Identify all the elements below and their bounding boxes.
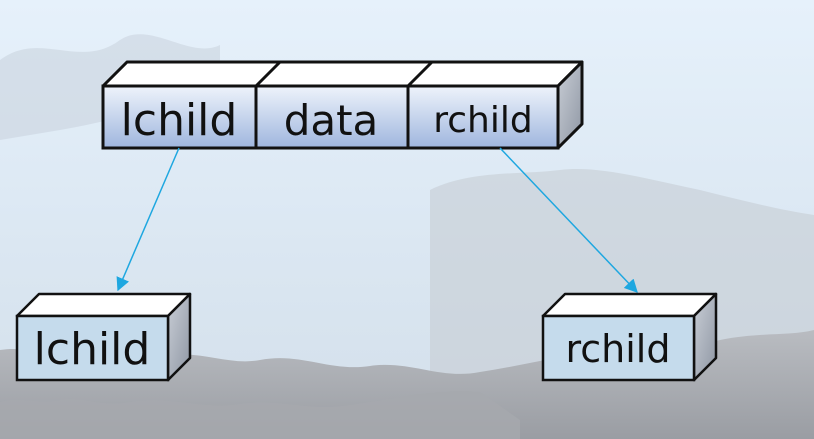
parent-cell-data-label: data xyxy=(284,96,379,145)
left-child-front-face xyxy=(15,314,170,382)
parent-cell-rchild-label: rchild xyxy=(433,100,532,141)
parent-node: lchild data rchild xyxy=(101,60,584,150)
right-child-node: rchild xyxy=(541,292,718,382)
parent-cell-data xyxy=(254,84,410,150)
parent-node-top-divider xyxy=(406,60,434,88)
parent-node-top-divider xyxy=(254,60,282,88)
pointer-arrows xyxy=(116,147,638,293)
rchild-pointer-arrow xyxy=(499,147,638,293)
left-child-node: lchild xyxy=(15,292,192,382)
parent-cell-lchild-label: lchild xyxy=(121,95,238,146)
left-child-top-face xyxy=(15,292,192,318)
left-child-label: lchild xyxy=(34,324,151,375)
parent-cell-rchild xyxy=(406,84,560,150)
parent-node-top-face xyxy=(101,60,584,88)
lchild-pointer-arrow xyxy=(116,147,180,292)
right-child-label: rchild xyxy=(565,327,670,371)
foreground-rocks xyxy=(0,391,520,439)
right-child-top-face xyxy=(541,292,718,318)
right-child-front-face xyxy=(541,314,696,382)
parent-cell-lchild xyxy=(101,84,258,150)
